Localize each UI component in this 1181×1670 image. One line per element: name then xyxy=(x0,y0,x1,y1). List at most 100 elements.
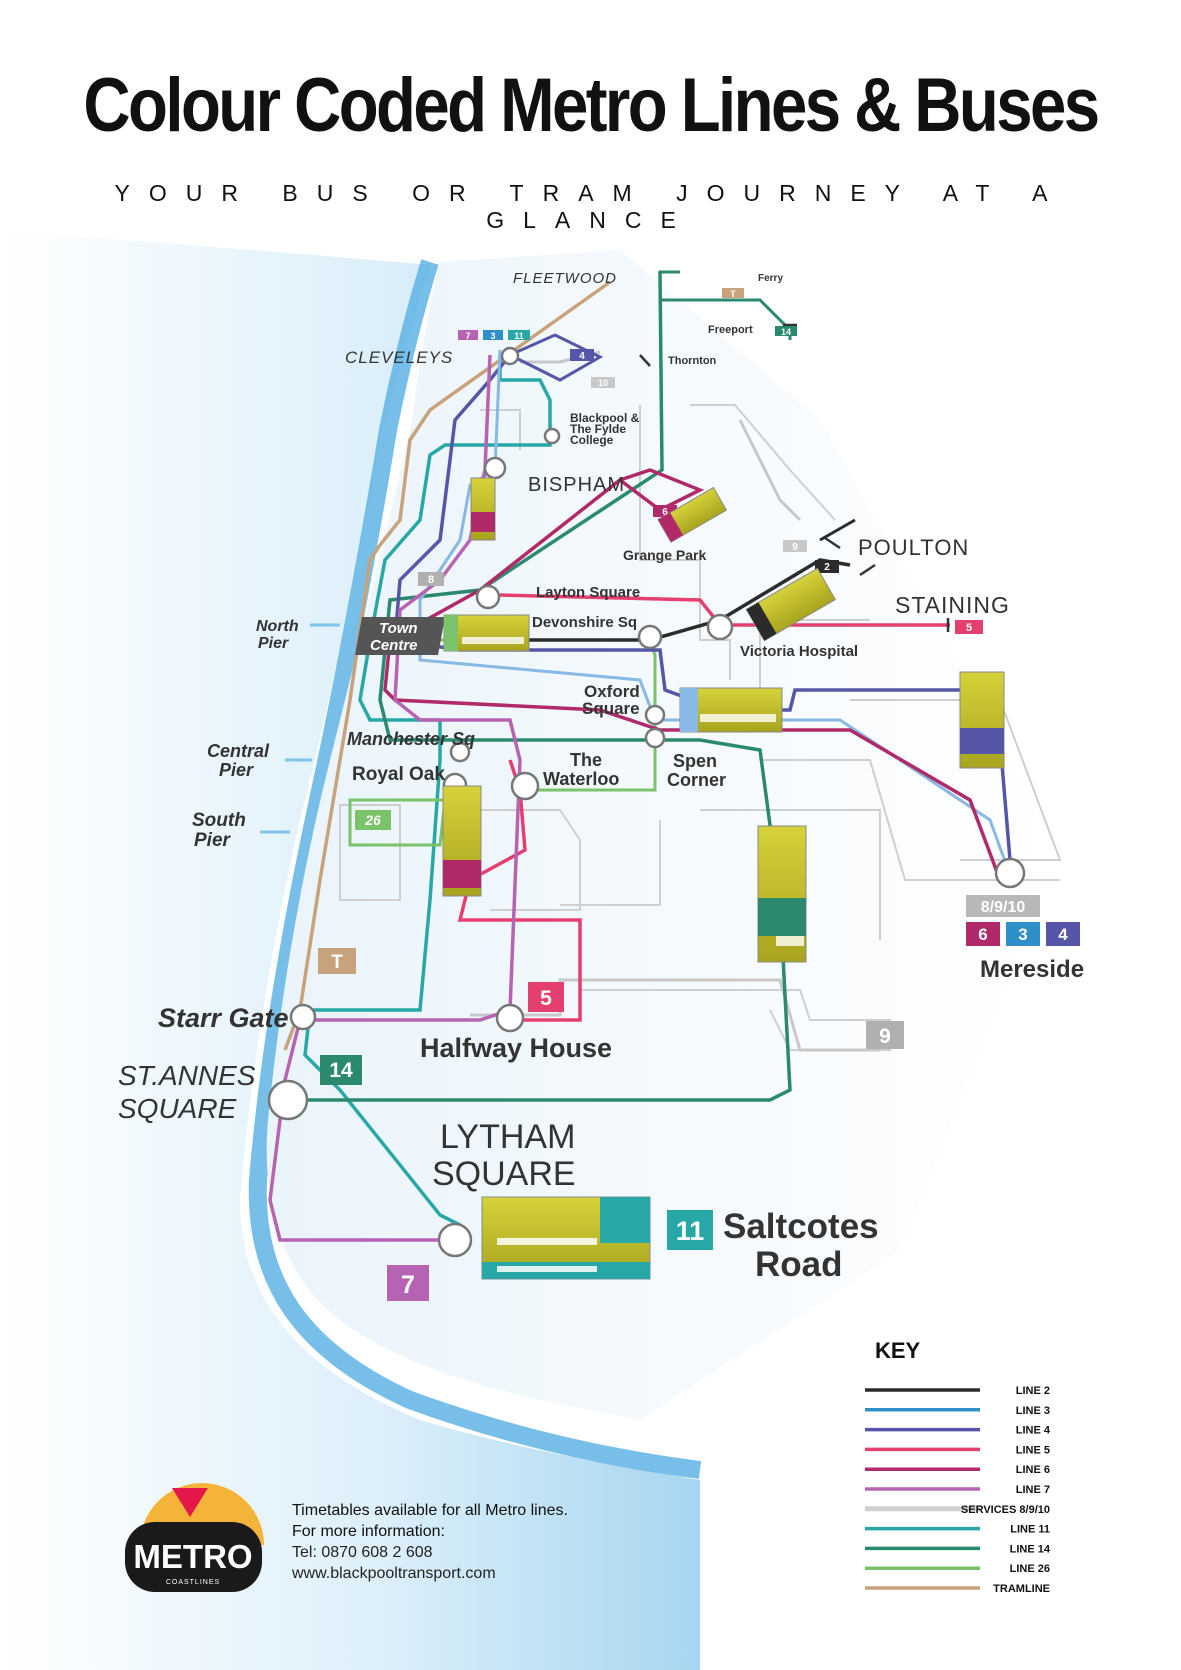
stop-halfway xyxy=(495,1003,525,1033)
stop-st-annes xyxy=(267,1079,309,1121)
label-waterloo-2: Waterloo xyxy=(543,769,619,789)
label-town-centre-1: Town xyxy=(379,620,418,637)
badge-grange-6: 6 xyxy=(662,507,668,518)
label-lytham-1: LYTHAM xyxy=(440,1118,575,1156)
badge-staining-5: 5 xyxy=(966,622,972,634)
label-cleveleys: CLEVELEYS xyxy=(345,348,453,367)
bus-lytham-icon xyxy=(481,1196,651,1280)
label-college-1: Blackpool & xyxy=(570,411,640,425)
label-victoria-hospital: Victoria Hospital xyxy=(740,643,858,660)
line-5-south xyxy=(457,759,582,1022)
key-label: LINE 14 xyxy=(1010,1543,1051,1555)
bus-grange-park-icon xyxy=(657,486,728,543)
stop-bispham xyxy=(483,456,507,480)
badge-cleveleys-7: 7 xyxy=(465,331,470,341)
label-oxford-2: Square xyxy=(582,699,640,718)
key-title: KEY xyxy=(875,1338,921,1363)
bus-town-centre-icon xyxy=(443,614,530,652)
stop-college xyxy=(543,427,561,445)
label-north-pier-2: Pier xyxy=(258,635,289,652)
page-subtitle: YOUR BUS OR TRAM JOURNEY AT A GLANCE xyxy=(114,180,1067,233)
info-phone: Tel: 0870 608 2 608 xyxy=(292,1544,433,1561)
label-freeport: Freeport xyxy=(708,324,753,336)
stop-cleveleys xyxy=(500,346,520,366)
label-mereside: Mereside xyxy=(980,956,1084,983)
label-staining: STAINING xyxy=(895,592,1010,618)
line-7 xyxy=(268,354,522,1242)
contact-info: Timetables available for all Metro lines… xyxy=(292,1500,568,1584)
tramline xyxy=(283,280,612,1051)
info-line-1: Timetables available for all Metro lines… xyxy=(292,1502,568,1519)
key-label: LINE 4 xyxy=(1016,1425,1051,1437)
key-label: LINE 7 xyxy=(1016,1484,1050,1496)
badge-town-8: 8 xyxy=(428,574,434,586)
badge-mereside-8910: 8/9/10 xyxy=(981,899,1026,916)
badge-lytham-7: 7 xyxy=(401,1271,415,1299)
label-fleetwood: FLEETWOOD xyxy=(513,270,617,287)
key-label: LINE 11 xyxy=(1010,1524,1050,1536)
label-devonshire-sq: Devonshire Sq xyxy=(532,614,637,631)
badge-cleveleys-3: 3 xyxy=(490,331,495,341)
badge-cleveleys-11: 11 xyxy=(514,331,524,341)
label-south-pier-2: Pier xyxy=(194,830,232,851)
line-5 xyxy=(499,593,950,627)
key-label: TRAMLINE xyxy=(993,1583,1050,1595)
badge-mereside-3: 3 xyxy=(1018,925,1027,944)
bus-royal-oak-icon xyxy=(442,785,482,897)
badge-tram-t: T xyxy=(331,952,343,973)
label-saltcotes-1: Saltcotes xyxy=(723,1207,879,1246)
info-line-2: For more information: xyxy=(292,1523,445,1540)
label-st-annes-2: SQUARE xyxy=(118,1093,237,1124)
sea-area xyxy=(0,230,700,1670)
line-11 xyxy=(303,355,552,1227)
label-central-pier-1: Central xyxy=(207,741,270,761)
badge-line4-loop: 4 xyxy=(579,351,585,362)
label-starr-gate: Starr Gate xyxy=(158,1003,289,1033)
badge-line10: 10 xyxy=(598,378,608,388)
badge-poulton-2: 2 xyxy=(824,562,830,573)
bus-mereside-icon xyxy=(959,671,1005,769)
label-layton-square: Layton Square xyxy=(536,584,640,601)
key-label: SERVICES 8/9/10 xyxy=(961,1504,1050,1516)
stop-oxford xyxy=(644,704,666,726)
key-label: LINE 26 xyxy=(1010,1563,1050,1575)
badge-mereside-6: 6 xyxy=(978,925,987,944)
stop-devonshire xyxy=(637,624,663,650)
line-2-poulton xyxy=(819,518,856,542)
label-spen-2: Corner xyxy=(667,770,726,790)
stop-victoria xyxy=(706,613,734,641)
label-college-3: College xyxy=(570,433,614,447)
label-oxford-1: Oxford xyxy=(584,682,640,701)
key-label: LINE 6 xyxy=(1016,1464,1050,1476)
badge-royal-oak-26: 26 xyxy=(364,812,381,828)
pier-markers xyxy=(260,623,340,834)
badge-poulton-9: 9 xyxy=(792,542,798,553)
label-halfway-house: Halfway House xyxy=(420,1033,612,1063)
label-town-centre-2: Centre xyxy=(370,637,418,654)
stop-markers xyxy=(267,346,1026,1258)
badge-fleetwood-t: T xyxy=(730,289,736,299)
bus-oxford-icon xyxy=(679,687,783,733)
label-lytham-2: SQUARE xyxy=(432,1155,576,1193)
page-title: Colour Coded Metro Lines & Buses xyxy=(83,63,1100,148)
label-thornton: Thornton xyxy=(668,355,717,367)
label-south-pier-1: South xyxy=(192,810,246,831)
label-spen-1: Spen xyxy=(673,751,717,771)
bus-bispham-icon xyxy=(470,477,496,541)
badge-south-9: 9 xyxy=(879,1025,891,1048)
label-waterloo-1: The xyxy=(570,750,602,770)
label-central-pier-2: Pier xyxy=(219,760,254,780)
key-label: LINE 5 xyxy=(1016,1444,1050,1456)
metro-logo-icon: METRO COASTLINES xyxy=(125,1483,264,1592)
label-poulton: POULTON xyxy=(858,535,969,560)
stop-mereside xyxy=(994,857,1026,889)
badge-mereside-4: 4 xyxy=(1058,925,1068,944)
key-label: LINE 3 xyxy=(1016,1405,1050,1417)
line-4-loop xyxy=(509,333,604,382)
stop-waterloo xyxy=(510,771,540,801)
badge-saltcotes-11: 11 xyxy=(676,1216,705,1246)
label-north-pier-1: North xyxy=(256,618,299,635)
label-royal-oak: Royal Oak xyxy=(352,764,445,785)
label-st-annes-1: ST.ANNES xyxy=(118,1060,256,1091)
